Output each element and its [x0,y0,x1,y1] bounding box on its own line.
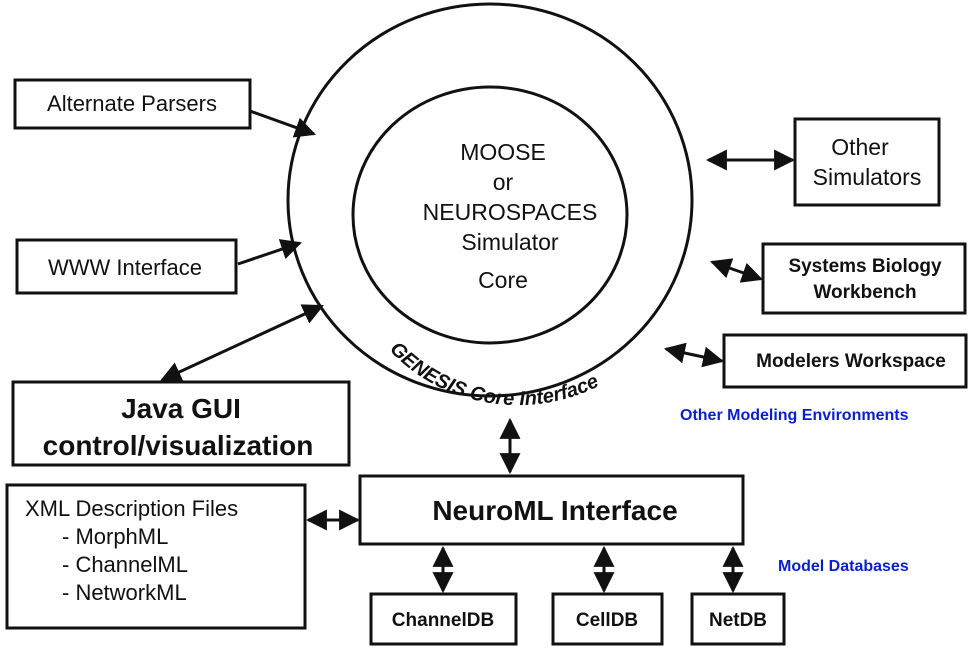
modelers-workspace-label: Modelers Workspace [756,351,946,372]
xml-item-channelml: - ChannelML [62,552,188,577]
other-simulators-line-2: Simulators [813,164,922,190]
channeldb-box [369,592,518,646]
core-line-2: or [493,169,514,195]
genesis-core-ring [286,2,694,398]
celldb-label: CellDB [576,610,638,631]
alternate-parsers-box [13,78,252,130]
arrow-systems-biology [710,258,763,283]
xml-item-networkml: - NetworkML [62,580,187,605]
celldb-box [551,592,664,646]
ring-label-text: GENESIS Core Interface [386,338,603,410]
xml-item-morphml: - MorphML [62,524,168,549]
neuroml-interface-label: NeuroML Interface [432,495,677,526]
arrow-modelers-workspace [663,342,725,368]
www-interface-box [15,238,238,295]
model-databases-label: Model Databases [778,558,909,575]
core-line-3: NEUROSPACES [423,199,598,225]
systems-biology-line-2: Workbench [813,282,916,303]
channeldb-label: ChannelDB [392,610,494,631]
systems-biology-box [761,242,967,315]
arrow-www-interface [237,239,302,266]
modelers-workspace-box [722,333,968,389]
arrow-alternate-parsers [249,109,316,138]
other-simulators-line-1: Other [831,134,889,160]
systems-biology-line-1: Systems Biology [788,256,942,277]
alternate-parsers-label: Alternate Parsers [47,91,217,116]
core-line-5: Core [478,267,528,293]
core-line-1: MOOSE [460,139,546,165]
xml-description-box [5,483,307,630]
www-interface-label: WWW Interface [48,255,202,280]
arrow-java-gui [160,304,324,382]
java-gui-line-2: control/visualization [43,430,314,461]
netdb-box [690,592,786,646]
xml-title: XML Description Files [25,496,238,521]
java-gui-line-1: Java GUI [121,393,241,424]
other-modeling-environments-label: Other Modeling Environments [680,407,909,424]
java-gui-box [11,380,351,467]
netdb-label: NetDB [709,610,767,631]
core-line-4: Simulator [461,229,558,255]
other-simulators-box [793,117,941,207]
ring-label: GENESIS Core Interface [386,338,603,410]
simulator-core-circle [351,85,629,345]
